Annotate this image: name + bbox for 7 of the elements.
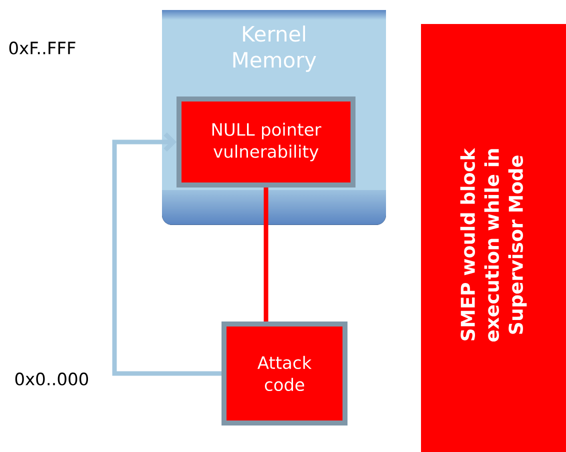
address-label: 0x0..000: [15, 372, 88, 386]
code-box: Attack code: [222, 321, 348, 426]
arrow: [112, 132, 222, 376]
note-box: SMEP would block execution while in Supervisor Mode: [421, 24, 566, 452]
connector-line: [264, 188, 268, 322]
address-label: 0xF..FFF: [9, 42, 76, 54]
vulnerability-box: NULL pointer vulnerability: [176, 96, 356, 188]
